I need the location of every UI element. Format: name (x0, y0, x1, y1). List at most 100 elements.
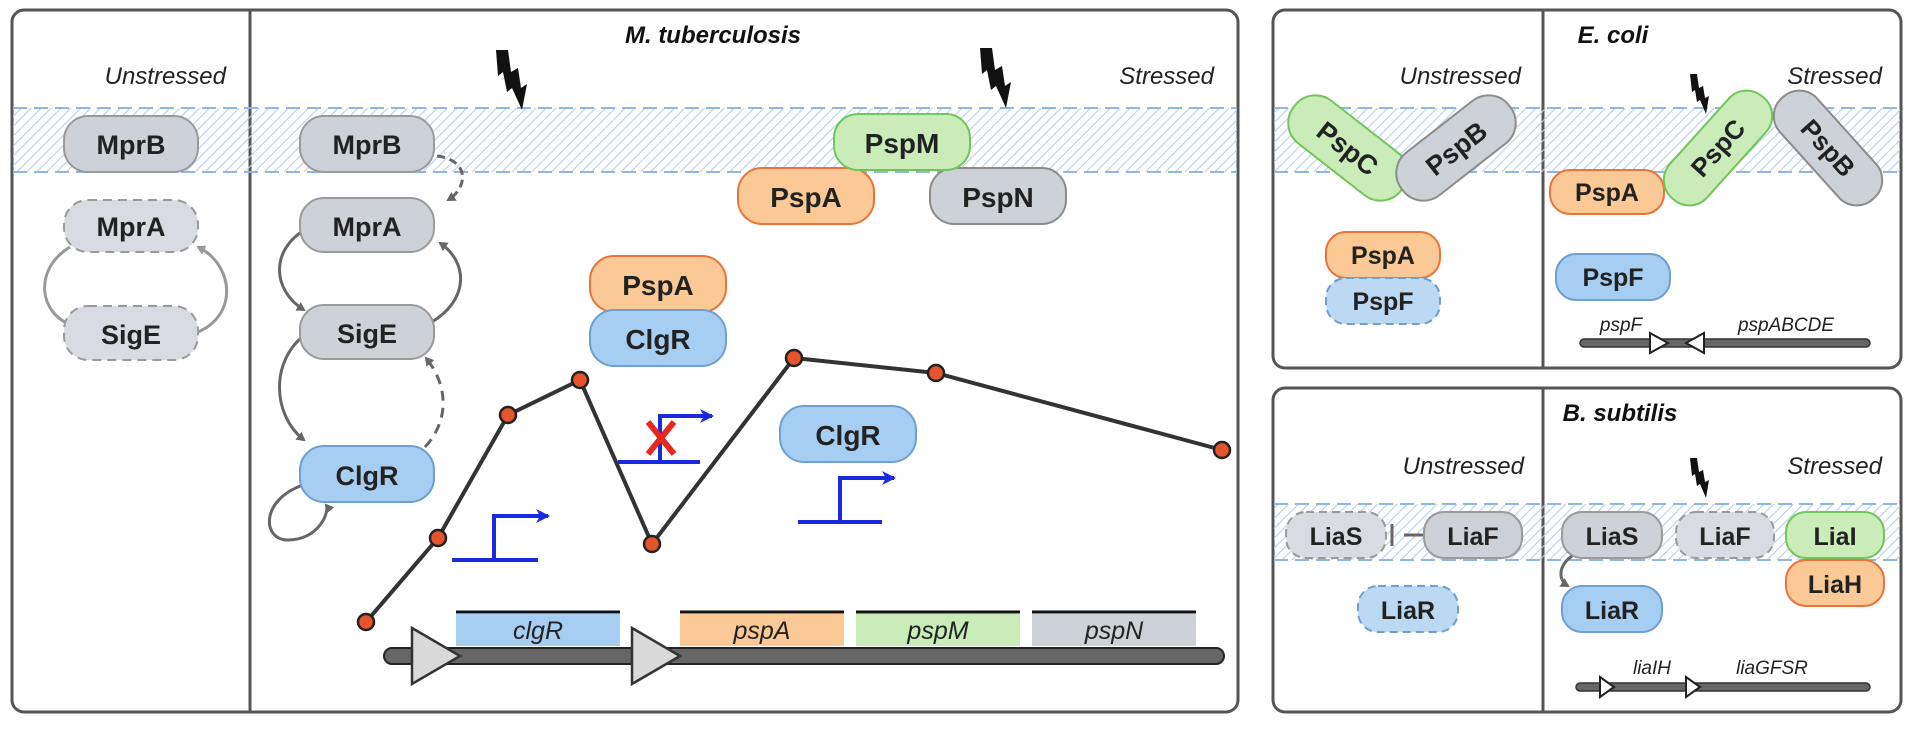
promoter-triangle-icon (1649, 331, 1671, 355)
svg-text:SigE: SigE (337, 319, 397, 349)
svg-text:MprB: MprB (97, 130, 166, 160)
mpra-to-sige-arrow (278, 227, 307, 312)
liar-bsub-stressed: LiaR (1561, 585, 1663, 633)
sige-unstressed: SigE (63, 305, 199, 361)
profile-point (498, 405, 518, 425)
svg-text:PspN: PspN (962, 182, 1034, 213)
profile-point (1212, 440, 1232, 460)
promoter-triangle-icon (1685, 675, 1702, 699)
mtb-stressed-label: Stressed (1119, 63, 1214, 90)
svg-text:PspA: PspA (622, 270, 694, 301)
pspf-ecoli-stressed: PspF (1555, 253, 1671, 301)
stress-lightning-icon (1690, 458, 1709, 498)
bsub-title: B. subtilis (1563, 400, 1678, 427)
svg-text:MprA: MprA (97, 212, 166, 242)
gene-pspn: pspN (1032, 610, 1196, 646)
svg-text:MprB: MprB (333, 130, 402, 160)
liar-bsub-unstressed: LiaR (1357, 585, 1459, 633)
clgr-to-sige-arrow (423, 356, 445, 449)
ecoli-stressed-label: Stressed (1787, 63, 1882, 90)
clgr-stressed: ClgR (299, 445, 435, 503)
stress-lightning-icon (496, 50, 527, 110)
pspa-ecoli-unstressed: PspA (1325, 231, 1441, 279)
clgr-autoregulation-arrow (267, 483, 335, 542)
svg-text:LiaF: LiaF (1699, 523, 1750, 551)
mprb-to-mpra-arrow (436, 154, 464, 202)
sige-to-mpra-arrow (429, 241, 463, 325)
stress-lightning-icon (1690, 74, 1709, 114)
gene-pspa: pspA (680, 610, 844, 646)
liaf-bsub-unstressed: LiaF (1423, 511, 1523, 559)
svg-text:pspN: pspN (1084, 617, 1144, 645)
svg-text:LiaS: LiaS (1586, 523, 1639, 551)
svg-text:LiaH: LiaH (1808, 571, 1862, 599)
mprb-stressed: MprB (299, 115, 435, 173)
mprb-unstressed: MprB (63, 115, 199, 173)
gene-clgr: clgR (456, 610, 620, 646)
svg-text:LiaR: LiaR (1585, 597, 1639, 625)
svg-text:PspF: PspF (1352, 288, 1413, 316)
mpra-unstressed: MprA (63, 199, 199, 253)
svg-text:SigE: SigE (101, 320, 161, 350)
gene-pspm: pspM (856, 610, 1020, 646)
promoter-triangle-icon (410, 625, 463, 687)
mpra-to-sige-arrow (43, 245, 74, 328)
ecoli-title: E. coli (1578, 22, 1650, 49)
mpra-stressed: MprA (299, 197, 435, 253)
profile-point (428, 528, 448, 548)
promoter-active-icon (452, 509, 550, 562)
svg-text:PspA: PspA (1575, 179, 1639, 207)
svg-text:MprA: MprA (333, 212, 402, 242)
sige-stressed: SigE (299, 304, 435, 360)
svg-text:ClgR: ClgR (815, 420, 880, 451)
svg-text:pspM: pspM (906, 617, 968, 645)
mtb-membrane (13, 107, 1237, 173)
promoter-repressed-icon (618, 409, 714, 464)
bsub-stressed-label: Stressed (1787, 453, 1882, 480)
bsub-unstressed-label: Unstressed (1403, 453, 1525, 480)
liai-bsub-stressed: LiaI (1785, 511, 1885, 559)
pspm-membrane: PspM (833, 113, 971, 171)
gene-label-liaih: liaIH (1633, 658, 1671, 679)
profile-point (642, 534, 662, 554)
svg-text:PspA: PspA (770, 182, 842, 213)
svg-text:LiaF: LiaF (1447, 523, 1498, 551)
liaf-bsub-stressed: LiaF (1675, 511, 1775, 559)
svg-text:LiaR: LiaR (1381, 597, 1435, 625)
svg-text:ClgR: ClgR (625, 324, 690, 355)
sige-to-mpra-arrow (189, 245, 229, 337)
profile-point (926, 363, 946, 383)
pspa-clgr-complex: PspA ClgR (589, 255, 727, 367)
svg-text:ClgR: ClgR (336, 461, 399, 491)
gene-label-pspabcde: pspABCDE (1737, 315, 1834, 336)
pspn-membrane: PspN (929, 167, 1067, 225)
svg-text:pspA: pspA (733, 617, 791, 645)
lias-bsub-stressed: LiaS (1561, 511, 1663, 559)
pspa-ecoli-stressed: PspA (1549, 169, 1665, 215)
svg-text:PspM: PspM (865, 128, 940, 159)
svg-text:LiaS: LiaS (1310, 523, 1363, 551)
gene-label-pspf: pspF (1599, 315, 1644, 336)
mtb-operon-dna (383, 647, 1225, 665)
promoter-triangle-icon (1599, 675, 1616, 699)
expression-profile-line (364, 355, 1223, 624)
promoter-triangle-icon (1683, 331, 1705, 355)
promoter-active-icon (798, 471, 896, 524)
pspf-ecoli-unstressed: PspF (1325, 277, 1441, 325)
lias-to-liar-arrow (1559, 554, 1573, 588)
svg-text:PspF: PspF (1582, 264, 1643, 292)
liah-bsub-stressed: LiaH (1785, 559, 1885, 607)
svg-text:PspA: PspA (1351, 242, 1415, 270)
sige-to-clgr-arrow (278, 332, 307, 442)
svg-text:clgR: clgR (513, 617, 563, 645)
ecoli-unstressed-label: Unstressed (1400, 63, 1522, 90)
profile-point (356, 612, 376, 632)
stress-lightning-icon (980, 48, 1011, 108)
gene-label-liagfsr: liaGFSR (1736, 658, 1808, 679)
bsub-dna (1575, 682, 1871, 692)
clgr-free: ClgR (779, 405, 917, 463)
profile-point (784, 348, 804, 368)
pspa-membrane: PspA (737, 167, 875, 225)
